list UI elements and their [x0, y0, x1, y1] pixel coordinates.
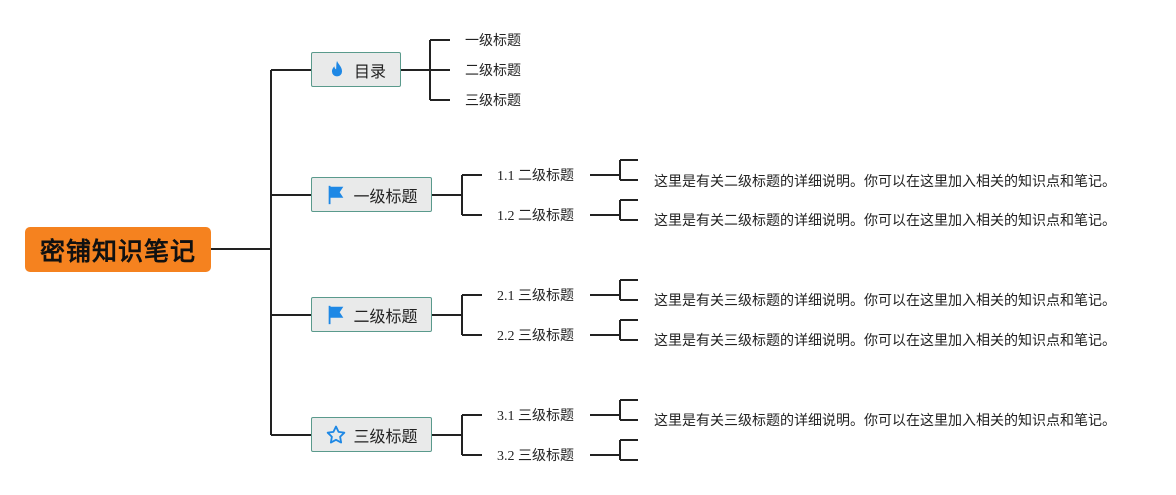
sub-topic-number: 3.2	[497, 449, 515, 464]
branch-node-toc[interactable]: 目录	[311, 52, 401, 87]
sub-topic-number: 2.2	[497, 329, 515, 344]
sub-topic-2-2[interactable]: 2.2 三级标题	[497, 327, 574, 346]
sub-topic-label: 二级标题	[518, 208, 574, 224]
branch-node-level3[interactable]: 三级标题	[311, 417, 432, 452]
note-text[interactable]: 这里是有关三级标题的详细说明。你可以在这里加入相关的知识点和笔记。	[654, 413, 1116, 429]
sub-topic-label: 三级标题	[518, 288, 574, 304]
toc-item[interactable]: 一级标题	[465, 33, 521, 49]
branch-label: 三级标题	[353, 426, 418, 446]
sub-topic-3-2[interactable]: 3.2 三级标题	[497, 447, 574, 466]
sub-topic-number: 2.1	[497, 289, 515, 304]
sub-topic-3-1[interactable]: 3.1 三级标题	[497, 407, 574, 426]
toc-item[interactable]: 三级标题	[465, 93, 521, 109]
flag-icon	[325, 184, 347, 206]
branch-label: 目录	[353, 61, 386, 81]
sub-topic-number: 1.1	[497, 169, 515, 184]
root-node[interactable]: 密铺知识笔记	[25, 227, 211, 272]
root-title: 密铺知识笔记	[39, 236, 196, 266]
sub-topic-number: 3.1	[497, 409, 515, 424]
note-text[interactable]: 这里是有关二级标题的详细说明。你可以在这里加入相关的知识点和笔记。	[654, 213, 1116, 229]
note-text[interactable]: 这里是有关二级标题的详细说明。你可以在这里加入相关的知识点和笔记。	[654, 174, 1116, 190]
sub-topic-label: 三级标题	[518, 328, 574, 344]
note-text[interactable]: 这里是有关三级标题的详细说明。你可以在这里加入相关的知识点和笔记。	[654, 293, 1116, 309]
branch-label: 一级标题	[353, 186, 418, 206]
toc-item[interactable]: 二级标题	[465, 63, 521, 79]
fire-icon	[326, 59, 348, 81]
flag-icon	[325, 304, 347, 326]
sub-topic-1-2[interactable]: 1.2 二级标题	[497, 207, 574, 226]
branch-label: 二级标题	[353, 306, 418, 326]
sub-topic-label: 二级标题	[518, 168, 574, 184]
note-text[interactable]: 这里是有关三级标题的详细说明。你可以在这里加入相关的知识点和笔记。	[654, 333, 1116, 349]
branch-node-level1[interactable]: 一级标题	[311, 177, 432, 212]
sub-topic-1-1[interactable]: 1.1 二级标题	[497, 167, 574, 186]
branch-node-level2[interactable]: 二级标题	[311, 297, 432, 332]
sub-topic-number: 1.2	[497, 209, 515, 224]
star-outline-icon	[325, 424, 347, 446]
sub-topic-label: 三级标题	[518, 448, 574, 464]
sub-topic-label: 三级标题	[518, 408, 574, 424]
sub-topic-2-1[interactable]: 2.1 三级标题	[497, 287, 574, 306]
